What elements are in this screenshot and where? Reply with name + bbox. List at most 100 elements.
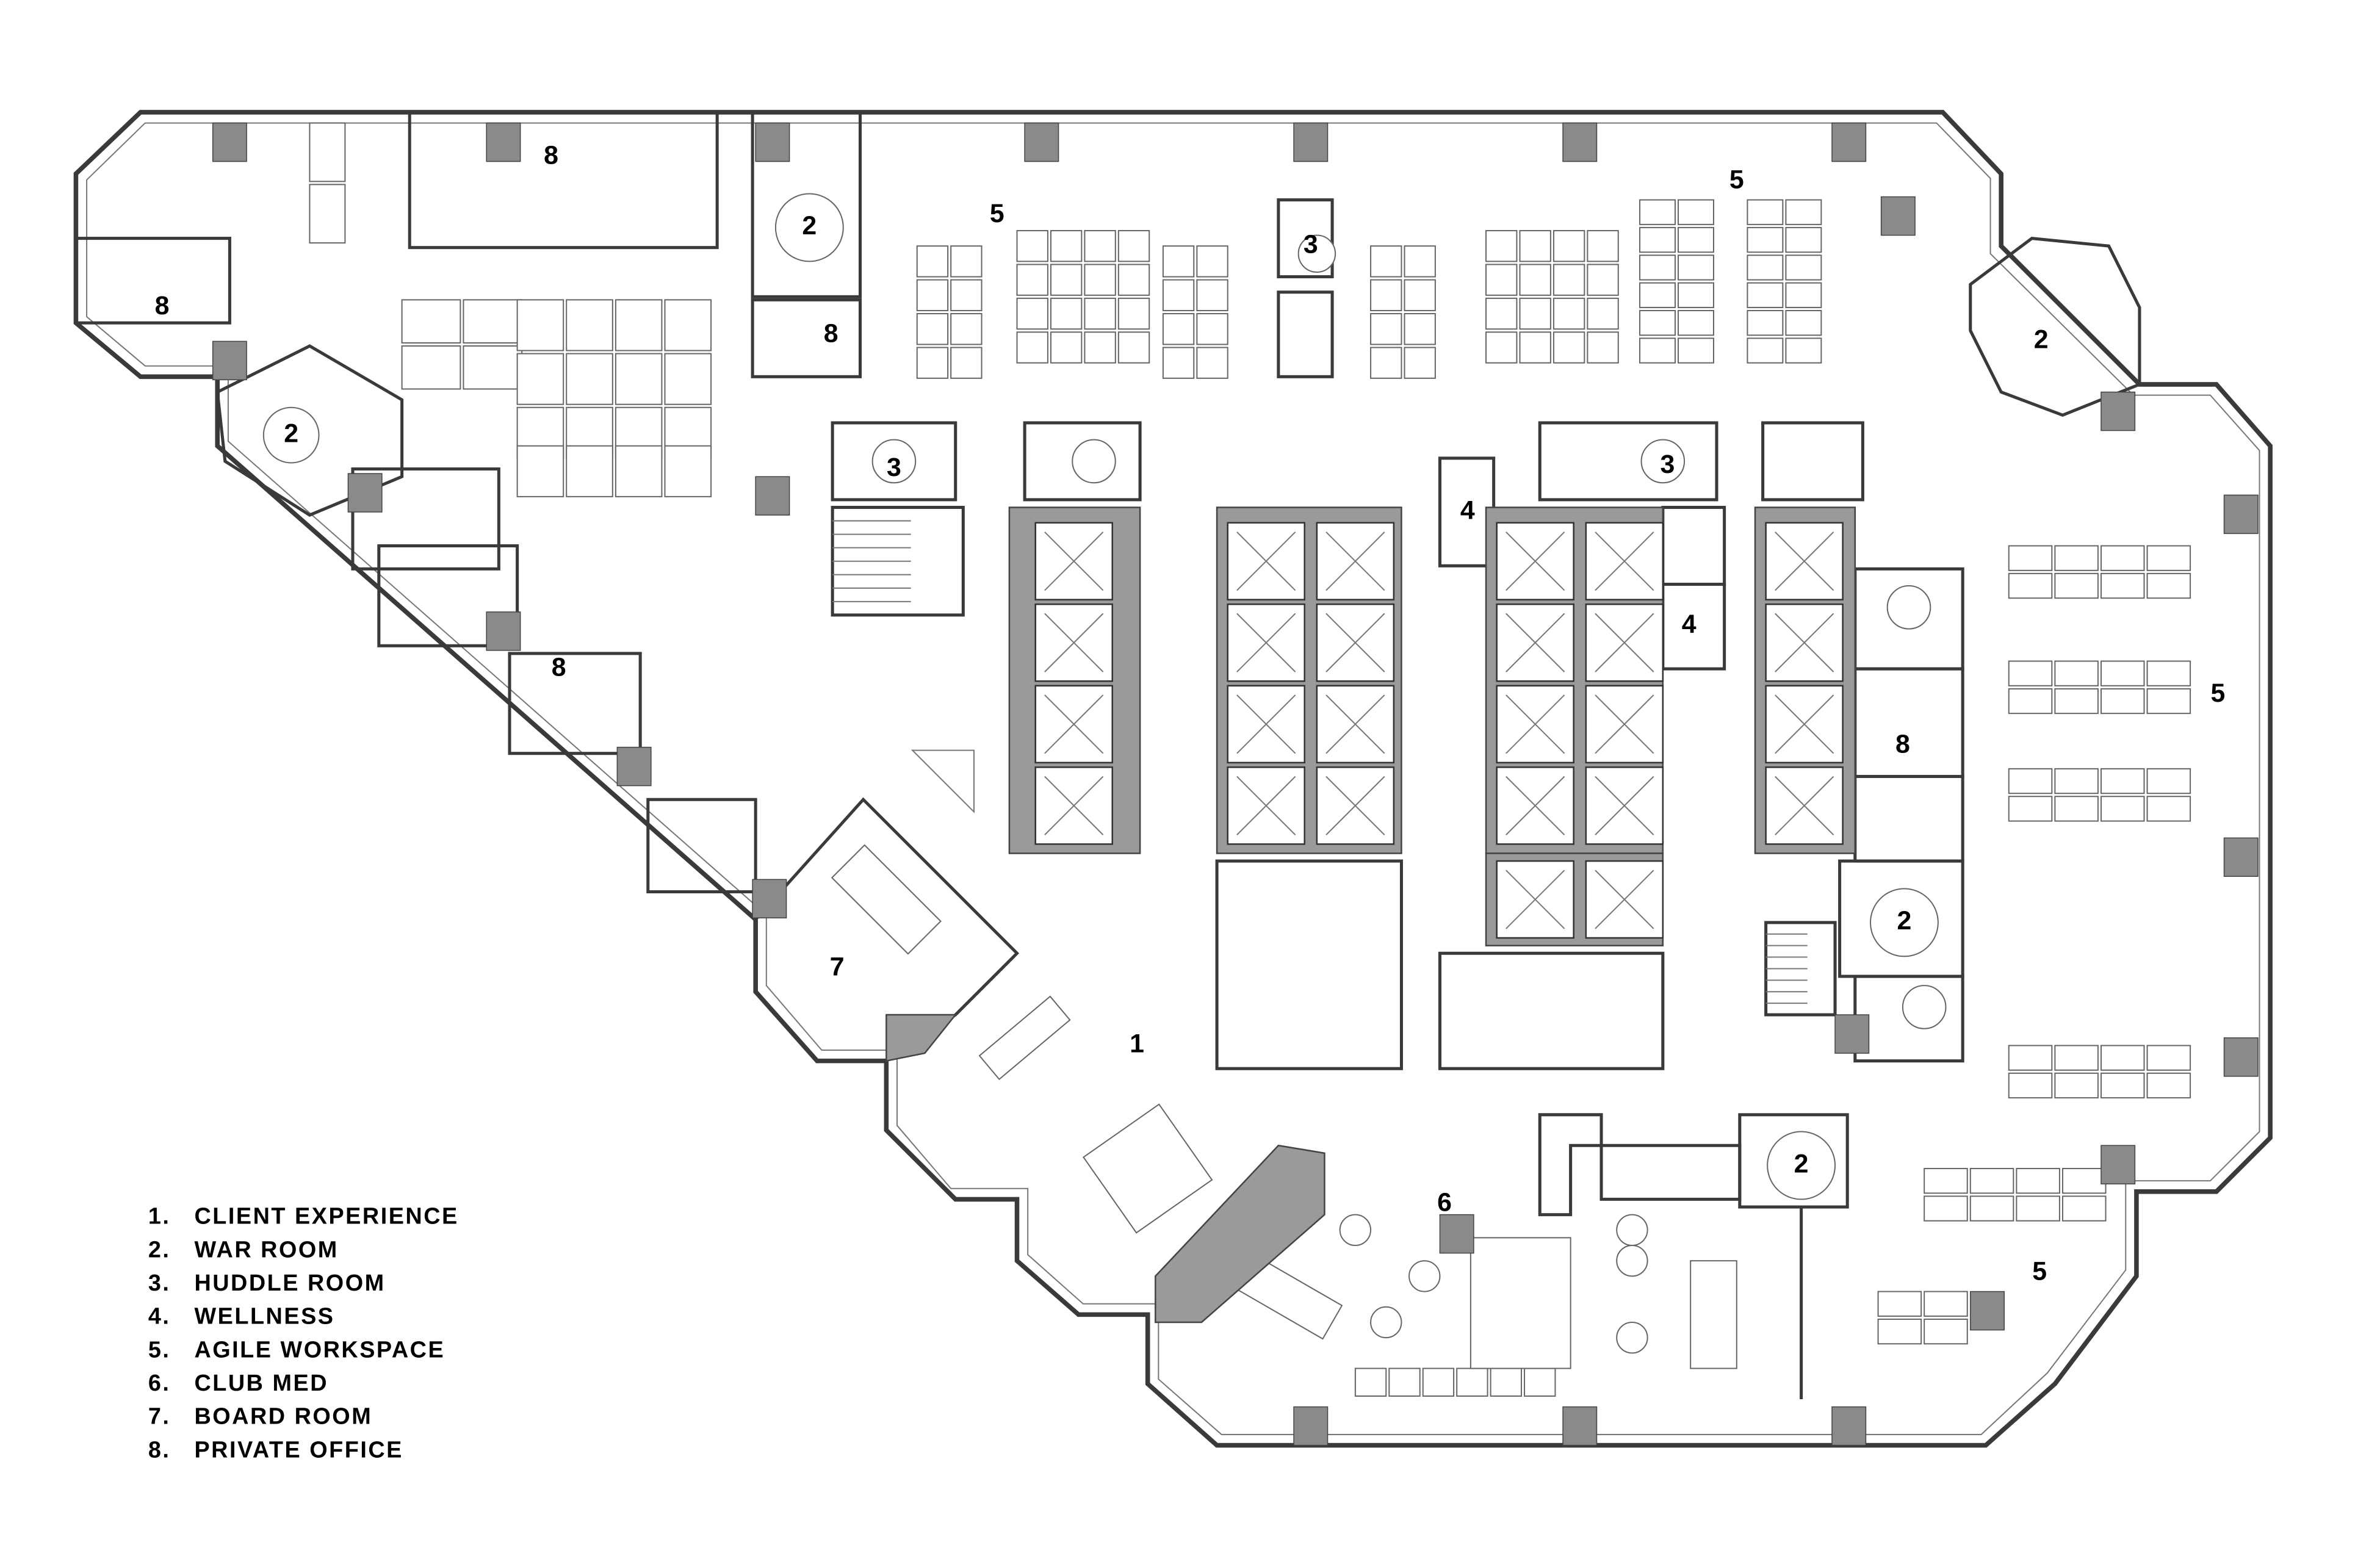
column xyxy=(1834,1014,1870,1054)
desk xyxy=(2146,768,2191,794)
desk xyxy=(1639,337,1676,364)
room-wall xyxy=(751,298,862,378)
elevator-x xyxy=(1044,694,1104,754)
desk xyxy=(1639,199,1676,225)
desk xyxy=(1678,226,1714,253)
desk xyxy=(2146,572,2191,599)
room-number-4: 4 xyxy=(1682,610,1697,639)
room-number-5: 5 xyxy=(1729,165,1744,195)
desk xyxy=(1678,199,1714,225)
desk xyxy=(1016,229,1048,262)
desk xyxy=(1370,245,1402,278)
elevator-x xyxy=(1775,776,1834,835)
room-number-5: 5 xyxy=(2032,1257,2047,1286)
desk xyxy=(2016,1168,2060,1194)
room-wall xyxy=(1023,421,1142,502)
column xyxy=(616,746,652,787)
desk xyxy=(1747,282,1784,308)
column xyxy=(1293,122,1329,162)
desk xyxy=(1924,1195,1968,1222)
desk xyxy=(1050,297,1083,330)
desk xyxy=(950,245,983,278)
column xyxy=(486,611,521,651)
room-wall xyxy=(74,237,231,325)
room-number-1: 1 xyxy=(1130,1029,1144,1059)
desk xyxy=(566,299,613,351)
desk xyxy=(1785,282,1822,308)
desk xyxy=(1196,279,1228,311)
room-number-8: 8 xyxy=(552,652,566,682)
elevator-x xyxy=(1236,531,1296,591)
desk xyxy=(1084,264,1116,296)
elevator xyxy=(1765,603,1844,682)
room-wall xyxy=(408,110,719,250)
desk xyxy=(1969,1168,2014,1194)
elevator-x xyxy=(1595,613,1654,672)
column xyxy=(2223,494,2259,535)
desk xyxy=(309,122,346,182)
desk xyxy=(1196,313,1228,345)
desk xyxy=(2146,1045,2191,1071)
desk xyxy=(615,299,663,351)
desk xyxy=(1370,313,1402,345)
desk xyxy=(1117,229,1150,262)
desk xyxy=(2054,688,2099,715)
round-table xyxy=(1767,1131,1836,1200)
elevator xyxy=(1034,685,1114,764)
cafe-table xyxy=(1339,1214,1372,1247)
desk xyxy=(1877,1318,1922,1345)
desk xyxy=(1552,229,1585,262)
legend-label: AGILE WORKSPACE xyxy=(194,1337,445,1363)
desk xyxy=(615,353,663,405)
column xyxy=(1831,122,1867,162)
desk xyxy=(2100,796,2145,822)
desk xyxy=(2100,1072,2145,1099)
column xyxy=(2223,837,2259,877)
elevator-x xyxy=(1595,531,1654,591)
desk xyxy=(2100,660,2145,686)
desk xyxy=(2146,660,2191,686)
desk xyxy=(2146,1072,2191,1099)
service-room xyxy=(1215,859,1403,1070)
desk xyxy=(2146,545,2191,571)
desk xyxy=(1785,254,1822,281)
round-table xyxy=(871,439,917,484)
desk xyxy=(1924,1168,1968,1194)
cafe-table xyxy=(1616,1245,1648,1277)
elevator-x xyxy=(1775,531,1834,591)
structural-columns xyxy=(212,122,2259,1446)
legend-number: 1. xyxy=(148,1204,171,1230)
desk xyxy=(1370,279,1402,311)
legend-number: 5. xyxy=(148,1337,171,1363)
elevator xyxy=(1316,766,1395,845)
desk xyxy=(1785,309,1822,336)
elevator xyxy=(1227,522,1305,600)
round-table xyxy=(1297,234,1336,273)
round-table xyxy=(262,406,320,464)
desk xyxy=(1519,229,1551,262)
desk xyxy=(1519,264,1551,296)
desk xyxy=(2100,1045,2145,1071)
elevator xyxy=(1034,603,1114,682)
room-number-7: 7 xyxy=(830,953,845,982)
desk xyxy=(916,347,949,379)
elevator xyxy=(1585,860,1664,939)
column xyxy=(1970,1291,2005,1331)
desk xyxy=(2054,1072,2099,1099)
desk xyxy=(1404,347,1436,379)
desk xyxy=(1639,282,1676,308)
desk xyxy=(916,313,949,345)
desk xyxy=(2008,688,2053,715)
shear-wall xyxy=(1155,1144,1325,1324)
lounge-area xyxy=(1469,1237,1571,1369)
desk xyxy=(1969,1195,2014,1222)
desk xyxy=(309,184,346,244)
column xyxy=(1439,1214,1474,1254)
column xyxy=(1562,122,1598,162)
desk xyxy=(1587,264,1619,296)
elevator xyxy=(1496,603,1574,682)
cafe-table xyxy=(1408,1260,1441,1292)
column xyxy=(1831,1406,1867,1446)
elevator-x xyxy=(1044,531,1104,591)
